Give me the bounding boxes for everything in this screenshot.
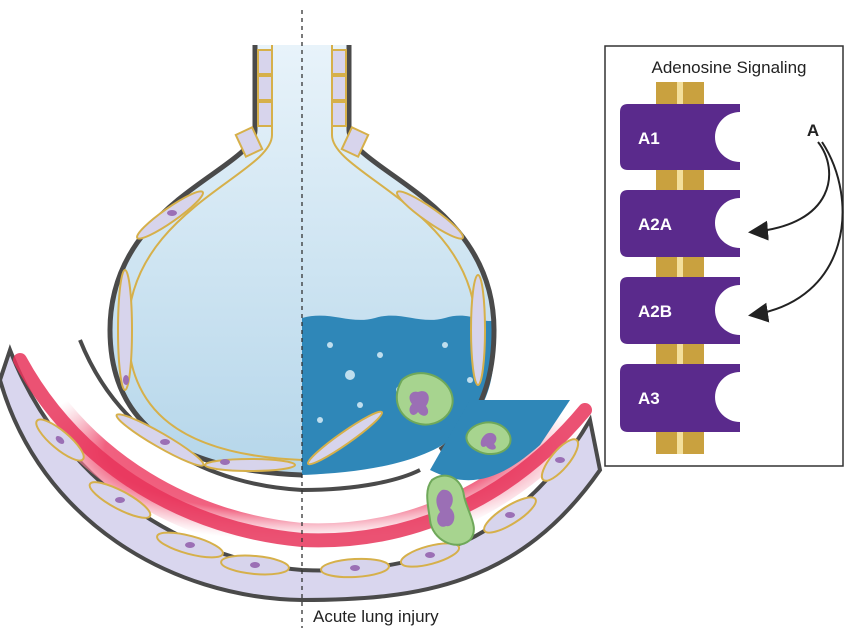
ligand-label: A [807, 121, 819, 140]
receptor-label-a2a: A2A [638, 215, 672, 234]
caption: Acute lung injury [313, 607, 439, 626]
panel-title: Adenosine Signaling [651, 58, 806, 77]
receptor-label-a1: A1 [638, 129, 660, 148]
adenosine-panel: Adenosine Signaling A1 A2A A2B [605, 46, 843, 466]
receptor-label-a3: A3 [638, 389, 660, 408]
receptor-label-a2b: A2B [638, 302, 672, 321]
healthy-alveolus [110, 45, 302, 475]
